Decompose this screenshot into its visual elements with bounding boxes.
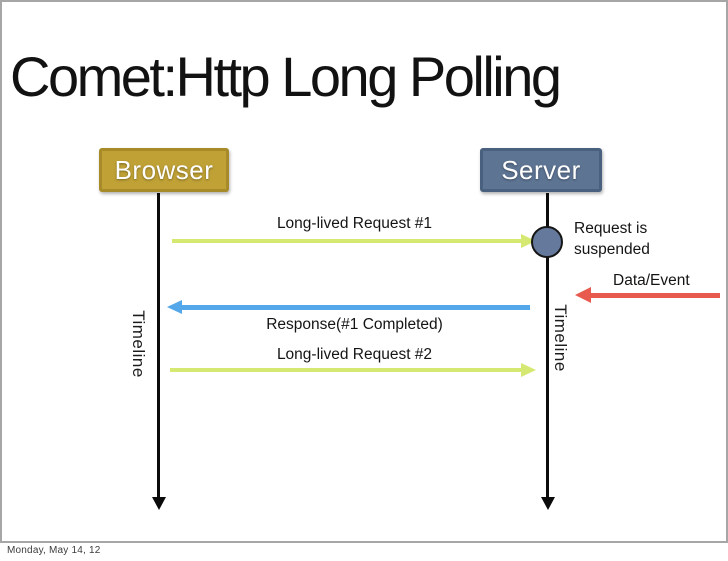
browser-actor-label: Browser (114, 154, 214, 185)
server-actor-label: Server (501, 154, 581, 185)
response1-label: Response(#1 Completed) (266, 316, 443, 333)
request2-arrowhead-icon (521, 363, 536, 377)
footer-timestamp: Monday, May 14, 12 (7, 545, 101, 556)
browser-timeline-label: Timeline (129, 310, 148, 378)
server-actor-box: Server (480, 148, 602, 192)
server-timeline-label: Timeline (551, 304, 570, 372)
slide-title: Comet:Http Long Polling (10, 45, 562, 108)
response1-arrow (182, 305, 530, 310)
server-lifeline (546, 193, 549, 499)
request1-arrow (172, 239, 521, 243)
browser-lifeline (157, 193, 160, 499)
data-event-label: Data/Event (613, 272, 690, 289)
browser-lifeline-arrowhead-icon (152, 497, 166, 510)
slide-canvas: Comet:Http Long Polling Browser Server T… (0, 0, 728, 543)
suspended-request-marker (531, 226, 563, 258)
response1-arrowhead-icon (167, 300, 182, 314)
request2-label: Long-lived Request #2 (276, 346, 433, 363)
request2-arrow (170, 368, 521, 372)
data-event-arrow (591, 293, 720, 298)
server-lifeline-arrowhead-icon (541, 497, 555, 510)
browser-actor-box: Browser (99, 148, 229, 192)
suspended-note: Request is suspended (574, 220, 650, 258)
request1-label: Long-lived Request #1 (276, 215, 433, 232)
data-event-arrowhead-icon (575, 287, 591, 303)
